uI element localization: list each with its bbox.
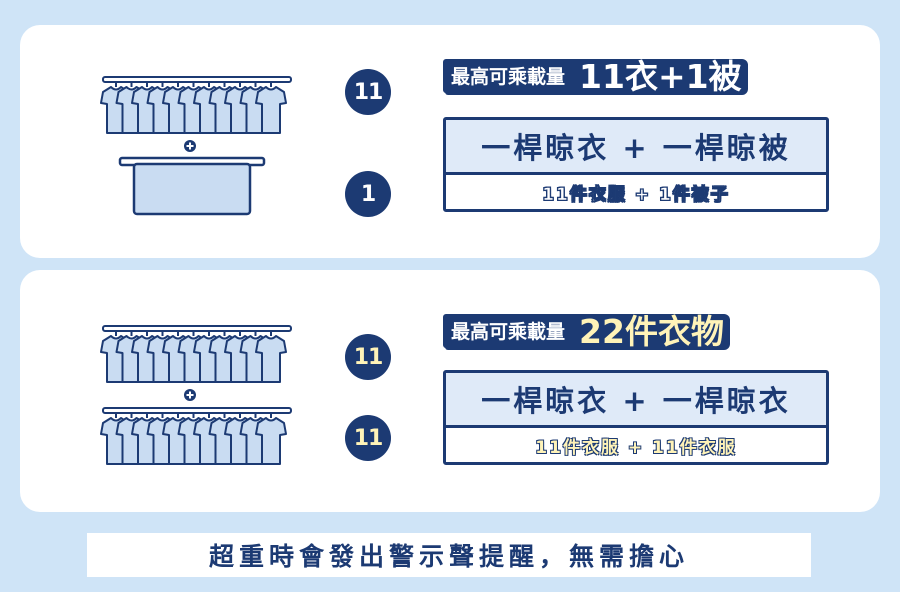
footer-banner: 超重時會發出警示聲提醒，無需擔心 xyxy=(87,533,811,577)
shirt-rack-icon xyxy=(100,325,292,383)
count-badge-shirts: 11 xyxy=(345,69,391,115)
count-badge-shirts-top: 11 xyxy=(345,334,391,380)
capacity-prefix: 最高可乘載量 xyxy=(443,59,574,93)
config-box: 一桿晾衣 + 一桿晾被 11件衣服 + 1件被子 xyxy=(443,117,829,212)
capacity-prefix: 最高可乘載量 xyxy=(443,314,574,348)
plus-icon xyxy=(184,389,196,401)
panel-shirts-and-shirts: 11 11 最高可乘載量 22件衣物 一桿晾衣 + 一桿晾衣 11件衣服 + 1… xyxy=(20,270,880,512)
blanket-rack-icon xyxy=(118,156,266,216)
config-detail: 11件衣服 + 11件衣服 xyxy=(446,425,826,462)
shirt-rack-icon xyxy=(100,407,292,465)
config-detail: 11件衣服 + 1件被子 xyxy=(446,172,826,209)
count-badge-blanket: 1 xyxy=(345,171,391,217)
shirt-rack-icon xyxy=(100,76,292,134)
config-title: 一桿晾衣 + 一桿晾衣 xyxy=(446,373,826,425)
plus-icon xyxy=(184,140,196,152)
config-title: 一桿晾衣 + 一桿晾被 xyxy=(446,120,826,172)
config-box: 一桿晾衣 + 一桿晾衣 11件衣服 + 11件衣服 xyxy=(443,370,829,465)
capacity-label: 最高可乘載量 22件衣物 xyxy=(443,314,730,350)
count-badge-shirts-bottom: 11 xyxy=(345,415,391,461)
panel-shirts-and-blanket: 11 1 最高可乘載量 11衣+1被 一桿晾衣 + 一桿晾被 11件衣服 + 1… xyxy=(20,25,880,258)
capacity-highlight: 22件衣物 xyxy=(573,314,730,350)
capacity-highlight: 11衣+1被 xyxy=(573,59,748,95)
capacity-label: 最高可乘載量 11衣+1被 xyxy=(443,59,748,95)
